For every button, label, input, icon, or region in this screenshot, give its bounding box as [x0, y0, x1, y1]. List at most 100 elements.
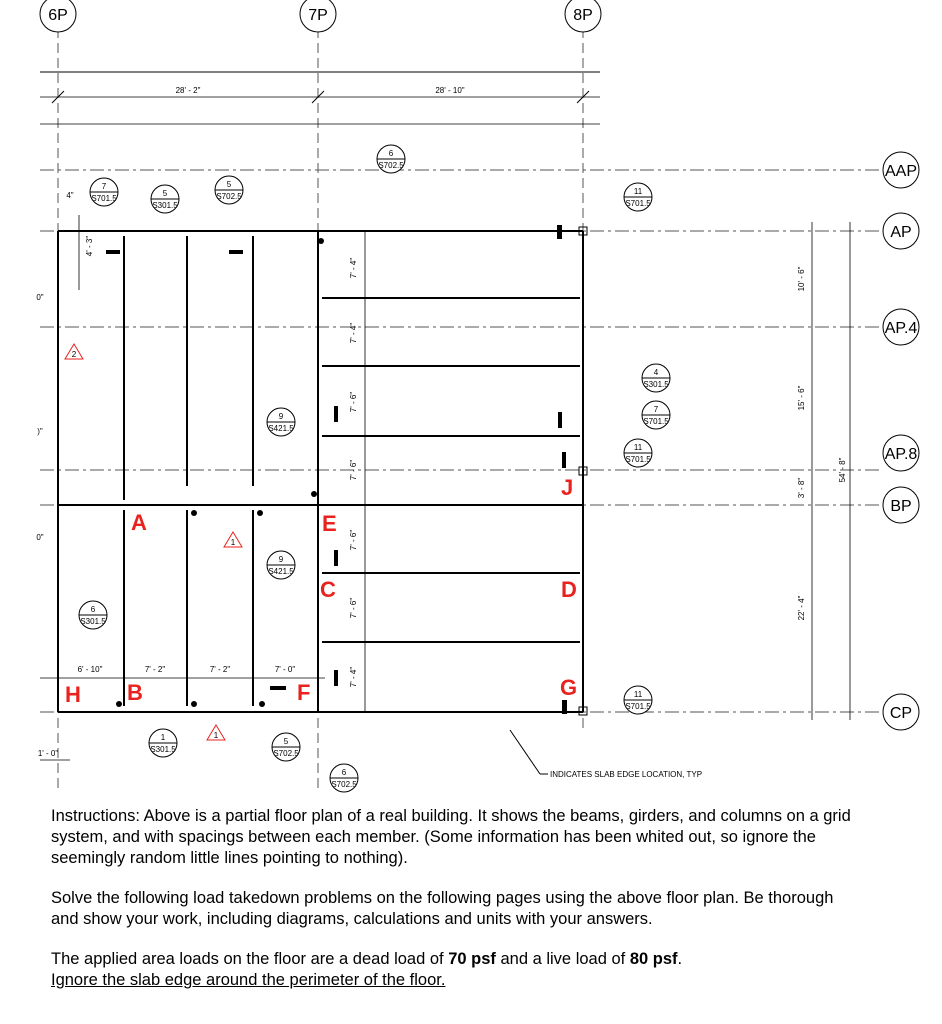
left-dimensions: 4' - 3" 4" 0" )" 0" [36, 191, 94, 542]
svg-text:6P: 6P [48, 7, 68, 24]
member-label-j: J [561, 475, 573, 500]
svg-text:54' - 8": 54' - 8" [838, 457, 847, 482]
member-label-g: G [560, 675, 577, 700]
member-label-f: F [297, 680, 310, 705]
right-dimensions: 10' - 6" 15' - 6" 3' - 8" 22' - 4" 54' -… [797, 222, 851, 720]
svg-text:7' - 6": 7' - 6" [349, 598, 358, 619]
section-marker: 11 S701.5 [623, 685, 653, 715]
section-marker: 6 S702.5 [376, 144, 406, 174]
svg-text:S301.5: S301.5 [152, 201, 178, 210]
member-label-e: E [322, 511, 337, 536]
section-marker: 4 S301.5 [641, 363, 671, 393]
svg-text:S421.5: S421.5 [268, 424, 294, 433]
grid-bubble-6p: 6P [39, 0, 77, 33]
svg-text:1: 1 [161, 733, 166, 742]
svg-text:S702.5: S702.5 [331, 780, 357, 789]
svg-text:5: 5 [227, 180, 232, 189]
svg-text:28' - 10": 28' - 10" [435, 86, 464, 95]
svg-text:S701.5: S701.5 [625, 455, 651, 464]
bay-dimensions: 7' - 4" 7' - 4" 7' - 6" 7' - 6" 7' - 6" … [349, 231, 366, 712]
svg-text:28' - 2": 28' - 2" [176, 86, 201, 95]
svg-text:S301.5: S301.5 [80, 617, 106, 626]
svg-text:11: 11 [634, 690, 643, 699]
svg-text:4: 4 [654, 368, 659, 377]
section-marker: 9 S421.5 [266, 407, 296, 437]
svg-text:9: 9 [279, 555, 284, 564]
svg-text:S702.5: S702.5 [216, 192, 242, 201]
grid-bubble-aap: AAP [882, 151, 920, 189]
member-label-c: C [320, 577, 336, 602]
svg-text:CP: CP [890, 705, 912, 722]
member-label-b: B [127, 680, 143, 705]
svg-text:5: 5 [284, 737, 289, 746]
grid-bubble-7p: 7P [299, 0, 337, 33]
revision-tag: 1 [206, 724, 226, 741]
member-labels: A B C D E F G H J [65, 475, 577, 707]
svg-text:AAP: AAP [885, 163, 917, 180]
svg-text:1' - 0": 1' - 0" [38, 749, 59, 758]
svg-text:2: 2 [72, 350, 77, 359]
svg-text:)": )" [37, 427, 43, 436]
grid-lines [40, 28, 880, 790]
svg-text:11: 11 [634, 187, 643, 196]
svg-text:8P: 8P [573, 7, 593, 24]
svg-text:AP.8: AP.8 [885, 446, 918, 463]
svg-text:S701.5: S701.5 [643, 417, 669, 426]
section-marker: 5 S301.5 [150, 184, 180, 214]
svg-text:15' - 6": 15' - 6" [797, 385, 806, 410]
grid-bubble-bp: BP [882, 486, 920, 524]
section-marker: 6 S301.5 [78, 600, 108, 630]
svg-text:BP: BP [890, 498, 911, 515]
floor-plan: .dash { stroke:#555; stroke-width:1; str… [36, 0, 920, 793]
svg-text:7' - 0": 7' - 0" [275, 665, 296, 674]
svg-text:0": 0" [36, 533, 43, 542]
member-label-d: D [561, 577, 577, 602]
svg-text:S701.5: S701.5 [625, 199, 651, 208]
svg-text:6: 6 [342, 768, 347, 777]
instructions: Instructions: Above is a partial floor p… [51, 806, 851, 1010]
svg-text:10' - 6": 10' - 6" [797, 266, 806, 291]
svg-text:AP: AP [890, 224, 911, 241]
svg-text:9: 9 [279, 412, 284, 421]
svg-text:7' - 4": 7' - 4" [349, 258, 358, 279]
svg-text:7' - 4": 7' - 4" [349, 667, 358, 688]
svg-text:7: 7 [102, 182, 107, 191]
svg-text:6: 6 [91, 605, 96, 614]
section-marker: 9 S421.5 [266, 550, 296, 580]
member-label-h: H [65, 682, 81, 707]
section-marker: 11 S701.5 [623, 182, 653, 212]
live-load-value: 80 psf [629, 950, 678, 968]
section-marker: 1 S301.5 [148, 728, 178, 758]
section-marker: 7 S701.5 [89, 177, 119, 207]
svg-text:1: 1 [231, 538, 236, 547]
svg-text:4' - 3": 4' - 3" [85, 236, 94, 257]
svg-text:4": 4" [66, 191, 73, 200]
svg-text:7' - 6": 7' - 6" [349, 460, 358, 481]
instructions-intro: Instructions: Above is a partial floor p… [51, 807, 851, 867]
svg-text:7P: 7P [308, 7, 328, 24]
section-marker: 7 S701.5 [641, 400, 671, 430]
svg-text:3' - 8": 3' - 8" [797, 478, 806, 499]
svg-text:7' - 2": 7' - 2" [210, 665, 231, 674]
svg-text:S702.5: S702.5 [273, 749, 299, 758]
section-marker: 5 S702.5 [271, 732, 301, 762]
grid-bubble-ap8: AP.8 [882, 434, 920, 472]
svg-text:6' - 10": 6' - 10" [78, 665, 103, 674]
member-label-a: A [131, 510, 147, 535]
framing [57, 225, 588, 716]
instructions-loads: The applied area loads on the floor are … [51, 950, 683, 968]
svg-text:S701.5: S701.5 [625, 702, 651, 711]
svg-text:7' - 6": 7' - 6" [349, 530, 358, 551]
svg-text:S702.5: S702.5 [378, 161, 404, 170]
instructions-slab-note: Ignore the slab edge around the perimete… [51, 971, 446, 989]
slab-edge-note: INDICATES SLAB EDGE LOCATION, TYP [509, 729, 702, 779]
svg-text:7' - 6": 7' - 6" [349, 392, 358, 413]
svg-text:22' - 4": 22' - 4" [797, 595, 806, 620]
dead-load-value: 70 psf [448, 950, 496, 968]
svg-text:7' - 2": 7' - 2" [145, 665, 166, 674]
grid-bubble-cp: CP [882, 693, 920, 731]
section-marker: 11 S701.5 [623, 438, 653, 468]
svg-text:0": 0" [36, 293, 43, 302]
svg-text:7: 7 [654, 405, 659, 414]
svg-text:5: 5 [163, 189, 168, 198]
